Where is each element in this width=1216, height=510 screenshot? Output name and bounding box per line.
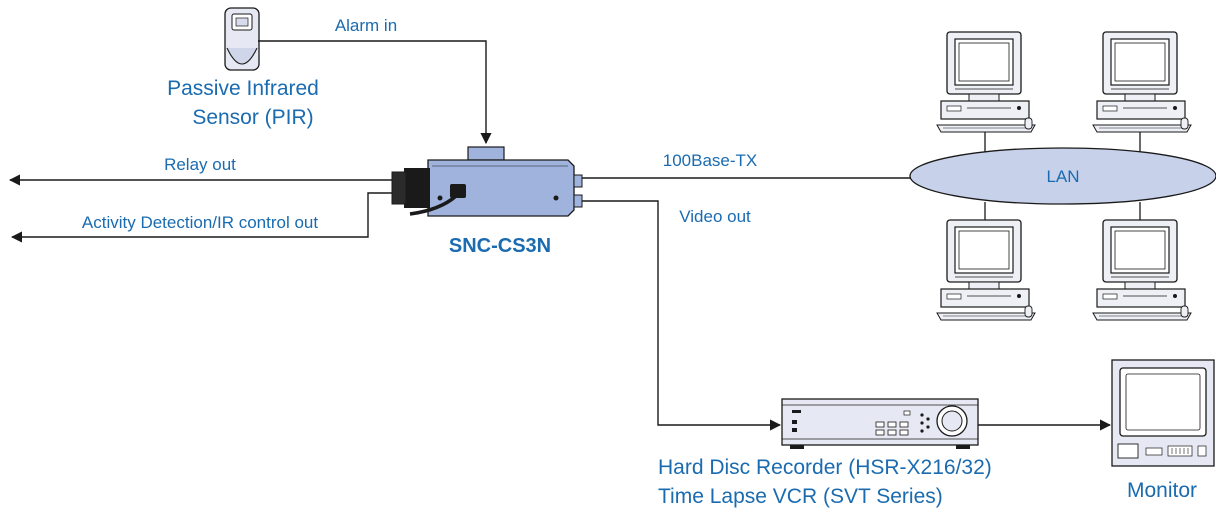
computer-1: [936, 31, 1036, 133]
alarm-in-label: Alarm in: [335, 16, 397, 35]
recorder-icon: [781, 398, 979, 449]
alarm-in-connection: Alarm in: [258, 16, 492, 145]
computer-2: [1092, 31, 1192, 133]
lan: LAN: [909, 132, 1216, 220]
activity-out-label: Activity Detection/IR control out: [82, 213, 318, 232]
activity-out-connection: Activity Detection/IR control out: [10, 192, 392, 243]
pir-sensor: Passive Infrared Sensor (PIR): [167, 7, 319, 129]
pir-title-line1: Passive Infrared: [167, 77, 319, 100]
video-out-line: [582, 200, 782, 431]
network-connection: 100Base-TX: [582, 151, 912, 179]
desktop-computer-icon: [1092, 31, 1192, 133]
relay-out-connection: Relay out: [8, 155, 392, 186]
pir-title-line2: Sensor (PIR): [192, 106, 313, 129]
desktop-computer-icon: [936, 31, 1036, 133]
camera: SNC-CS3N: [391, 146, 583, 257]
desktop-computer-icon: [1092, 219, 1192, 321]
network-link-label: 100Base-TX: [663, 151, 758, 170]
monitor: Monitor: [1111, 359, 1215, 502]
recorder-label-line2: Time Lapse VCR (SVT Series): [658, 485, 943, 508]
video-out-connection: Video out: [582, 200, 782, 431]
lan-cloud: [909, 147, 1216, 205]
monitor-icon: [1111, 359, 1215, 467]
alarm-in-line: [258, 40, 492, 145]
recorder: Hard Disc Recorder (HSR-X216/32) Time La…: [658, 398, 992, 508]
network-camera-icon: [391, 146, 583, 217]
computer-3: [936, 219, 1036, 321]
computer-4: [1092, 219, 1192, 321]
monitor-label: Monitor: [1127, 479, 1197, 502]
recorder-label-line1: Hard Disc Recorder (HSR-X216/32): [658, 456, 992, 479]
relay-out-label: Relay out: [164, 155, 236, 174]
lan-label: LAN: [1046, 167, 1079, 186]
activity-out-line: [10, 192, 392, 243]
pir-sensor-icon: [224, 7, 260, 71]
video-out-label: Video out: [679, 207, 751, 226]
desktop-computer-icon: [936, 219, 1036, 321]
camera-name: SNC-CS3N: [449, 235, 551, 257]
